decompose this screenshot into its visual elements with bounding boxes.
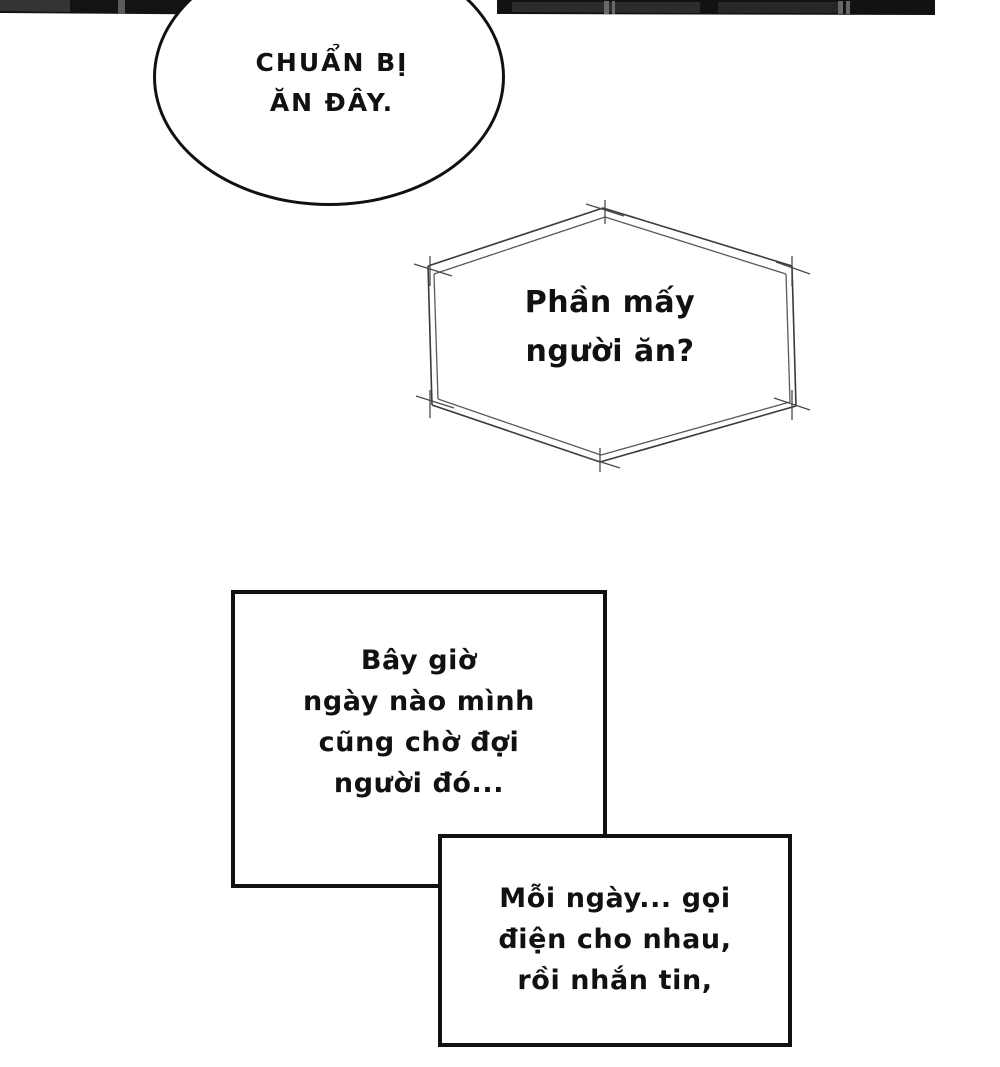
narr2-line-1: Mỗi ngày... gọi [499, 883, 731, 914]
box-merge-patch [442, 838, 603, 884]
narr1-line-1: Bây giờ [360, 645, 478, 676]
narr2-line-3: rồi nhắn tin, [517, 965, 713, 996]
hex-line-1: Phần mấy [524, 285, 696, 320]
narr1-line-2: ngày nào mình [303, 686, 535, 717]
narration-box-lower-text: Mỗi ngày... gọi điện cho nhau, rồi nhắn … [438, 878, 792, 1001]
speech-balloon-oval: CHUẨN BỊ ĂN ĐÂY. [153, 0, 505, 206]
narr1-line-3: cũng chờ đợi [318, 727, 520, 758]
speech-balloon-hexagon-outline [413, 200, 811, 472]
narration-box-upper-text: Bây giờ ngày nào mình cũng chờ đợi người… [231, 640, 607, 804]
narr2-line-2: điện cho nhau, [498, 924, 732, 955]
speech-balloon-hexagon: Phần mấy người ăn? [400, 190, 820, 480]
speech-balloon-oval-text: CHUẨN BỊ ĂN ĐÂY. [156, 43, 508, 123]
hex-line-2: người ăn? [525, 334, 695, 369]
narr1-line-4: người đó... [333, 768, 505, 799]
speech-balloon-hexagon-text: Phần mấy người ăn? [400, 278, 820, 376]
oval-line-2: ĂN ĐÂY. [269, 88, 395, 117]
previous-panel-edge [0, 0, 1000, 16]
oval-line-1: CHUẨN BỊ [255, 48, 409, 77]
previous-panel-edge-art [0, 0, 1000, 16]
